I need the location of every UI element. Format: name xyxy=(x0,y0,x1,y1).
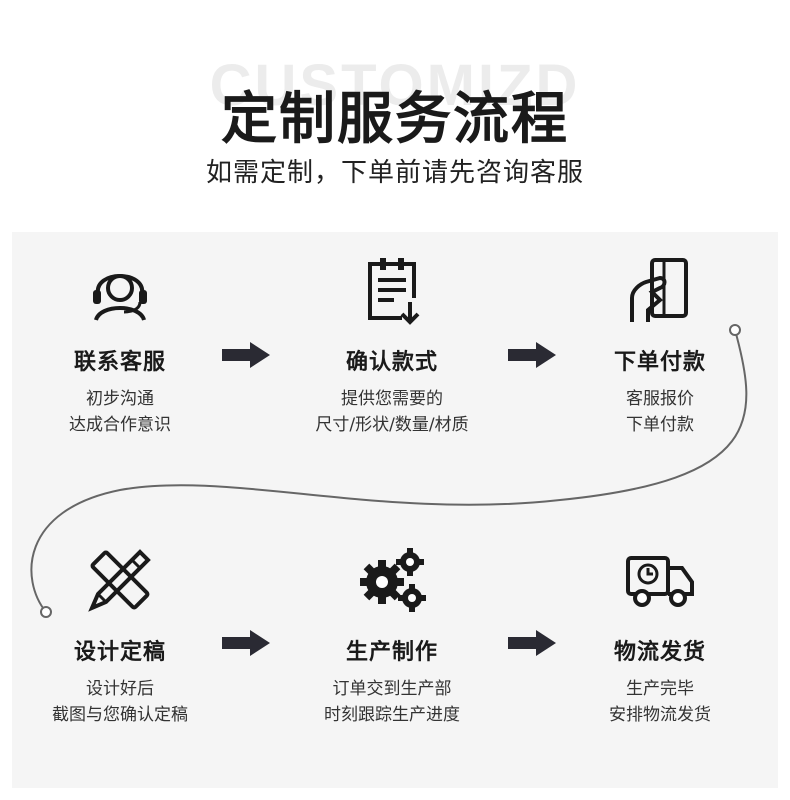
step-contact-service: 联系客服 初步沟通 达成合作意识 xyxy=(20,254,220,438)
arrow-right-icon xyxy=(508,342,556,368)
step-title: 设计定稿 xyxy=(73,640,166,665)
step-design-finalize: 设计定稿 设计好后 截图与您确认定稿 xyxy=(20,544,220,728)
step-description: 设计好后 截图与您确认定稿 xyxy=(52,679,188,725)
clipboard-download-icon xyxy=(368,258,420,325)
arrow-right-icon xyxy=(508,630,556,656)
step-production: 生产制作 订单交到生产部 时刻跟踪生产进度 xyxy=(292,544,492,728)
step-description: 客服报价 下单付款 xyxy=(626,389,694,435)
step-title: 下单付款 xyxy=(613,350,706,375)
step-description: 提供您需要的 尺寸/形状/数量/材质 xyxy=(315,389,469,435)
step-title: 联系客服 xyxy=(73,350,166,375)
step-title: 物流发货 xyxy=(613,640,706,665)
step-description: 初步沟通 达成合作意识 xyxy=(69,389,171,435)
watermark-text: CUSTOMIZD xyxy=(209,53,581,118)
step-order-payment: 下单付款 客服报价 下单付款 xyxy=(560,254,760,438)
arrow-right-icon xyxy=(222,342,270,368)
pencil-ruler-icon xyxy=(88,549,151,612)
step-title: 生产制作 xyxy=(345,640,438,665)
delivery-truck-icon xyxy=(626,556,694,607)
step-title: 确认款式 xyxy=(345,350,438,375)
step-confirm-style: 确认款式 提供您需要的 尺寸/形状/数量/材质 xyxy=(292,254,492,438)
headset-icon xyxy=(93,274,147,321)
gears-icon xyxy=(360,548,426,612)
page-subtitle: 如需定制，下单前请先咨询客服 xyxy=(205,158,584,188)
step-description: 生产完毕 安排物流发货 xyxy=(609,679,711,725)
page-title: 定制服务流程 xyxy=(221,87,569,152)
arrow-right-icon xyxy=(222,630,270,656)
card-in-hand-icon xyxy=(630,258,688,322)
step-logistics-shipping: 物流发货 生产完毕 安排物流发货 xyxy=(560,544,760,728)
step-description: 订单交到生产部 时刻跟踪生产进度 xyxy=(324,679,460,725)
